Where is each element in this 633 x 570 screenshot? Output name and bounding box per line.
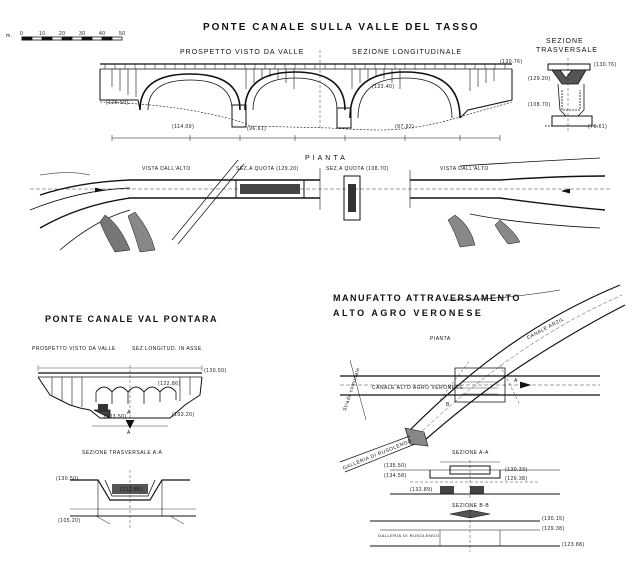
tasso-vista-right-label: VISTA DALL'ALTO	[440, 166, 489, 172]
tasso-elev-mid: (122.40)	[372, 84, 395, 90]
tasso-elev-base-mid: (96.61)	[247, 126, 267, 132]
tasso-prospetto-label: PROSPETTO VISTO DA VALLE	[180, 49, 305, 56]
pontara-prospetto-label: PROSPETTO VISTO DA VALLE	[32, 346, 116, 352]
scale-tick-50: 50	[119, 31, 126, 37]
section-a-a-elev-r2: (129.38)	[505, 476, 528, 482]
pontara-sezione-long-label: SEZ.LONGITUD. IN ASSE	[132, 346, 202, 352]
tasso-elev-base-left: (114.09)	[172, 124, 195, 130]
section-b-b-elev-2: (129.38)	[542, 526, 565, 532]
pontara-elev-low2: (103.50)	[104, 414, 127, 420]
tasso-elev-left: (129.50)	[106, 100, 129, 106]
section-b-b-label: SEZIONE B-B	[452, 503, 490, 509]
tasso-vista-left-label: VISTA DALL'ALTO	[142, 166, 191, 172]
pontara-elev-mid: (122.86)	[158, 381, 181, 387]
pontara-cross-section	[70, 470, 196, 528]
section-a-a	[390, 460, 560, 500]
tasso-elev-base-right: (97.92)	[395, 124, 415, 130]
scale-tick-30: 30	[79, 31, 86, 37]
pontara-elev-low: (103.20)	[172, 412, 195, 418]
tasso-pianta-label: PIANTA	[305, 155, 348, 162]
main-title: PONTE CANALE SULLA VALLE DEL TASSO	[203, 22, 480, 33]
manufatto-title-1: MANUFATTO ATTRAVERSAMENTO	[333, 293, 521, 303]
section-b-b-elev-1: (130.15)	[542, 516, 565, 522]
section-a-a-label: SEZIONE A-A	[452, 450, 489, 456]
manufatto-pianta-label: PIANTA	[430, 336, 451, 342]
tasso-elevation	[99, 50, 513, 141]
section-b-b-galleria-label: GALLERIA DI RUSOLENGO	[378, 533, 440, 538]
scale-tick-10: 10	[39, 31, 46, 37]
pontara-s-elev-mid: (122.86)	[120, 487, 143, 493]
section-b-b	[370, 505, 560, 552]
pontara-s-elev-top: (130.50)	[56, 476, 79, 482]
tasso-sez-quota-2: SEZ.A QUOTA (108.70)	[326, 166, 389, 172]
scale-tick-0: 0	[20, 31, 24, 37]
manufatto-canale-alto-label: CANALE ALTO AGRO VERONESE	[372, 385, 464, 391]
section-a-a-elev-1: (135.50)	[384, 463, 407, 469]
scale-tick-40: 40	[99, 31, 106, 37]
tasso-sezione-long-label: SEZIONE LONGITUDINALE	[352, 49, 463, 56]
manufatto-plan	[339, 284, 626, 473]
section-b-b-elev-3: (123.88)	[562, 542, 585, 548]
pontara-elevation	[37, 365, 203, 430]
section-a-a-elev-2: (134.58)	[384, 473, 407, 479]
section-a-a-elev-3: (132.89)	[410, 487, 433, 493]
scale-tick-20: 20	[59, 31, 66, 37]
tasso-sezione-trasv-label-2: TRASVERSALE	[536, 47, 598, 54]
pontara-sezione-trasv-label: SEZIONE TRASVERSALE A:A	[82, 450, 163, 456]
manufatto-title-2: ALTO AGRO VERONESE	[333, 308, 484, 318]
pontara-section-marker-a2: A	[127, 430, 131, 436]
tasso-trasv-elev-top: (130.76)	[594, 62, 617, 68]
tasso-trasv-elev-low: (108.70)	[528, 102, 551, 108]
tasso-sezione-trasv-label-1: SEZIONE	[546, 38, 584, 45]
tasso-trasv-elev-mid: (129.20)	[528, 76, 551, 82]
manufatto-section-marker-b: B	[446, 402, 450, 408]
scale-bar	[21, 36, 123, 41]
tasso-sez-quota-1: SEZ.A QUOTA (129.20)	[236, 166, 299, 172]
manufatto-section-marker-a: A	[514, 378, 518, 384]
section-a-a-elev-r1: (130.33)	[505, 467, 528, 473]
tasso-trasv-elev-base: (76.61)	[588, 124, 608, 130]
pontara-section-marker-a: A	[127, 410, 131, 416]
pontara-elev-top: (130.50)	[204, 368, 227, 374]
pontara-s-elev-base: (105.20)	[58, 518, 81, 524]
scale-unit: m.	[6, 33, 13, 39]
tasso-elev-top: (130.76)	[500, 59, 523, 65]
tasso-cross-section	[545, 58, 598, 132]
tasso-plan	[29, 157, 610, 253]
pontara-title: PONTE CANALE VAL PONTARA	[45, 314, 219, 324]
